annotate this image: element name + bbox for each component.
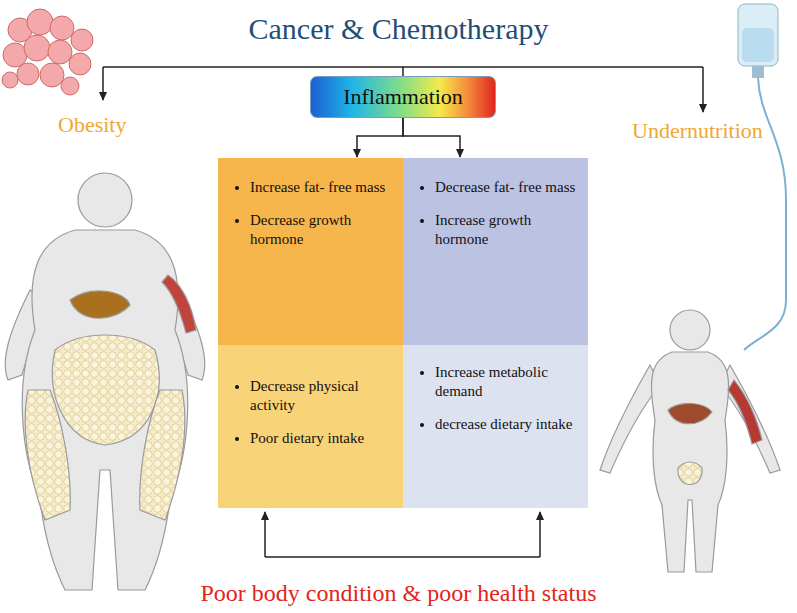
connector: [403, 118, 460, 157]
bullet-list: Decrease fat- free massIncrease growth h…: [411, 178, 578, 249]
diagram-title: Cancer & Chemotherapy: [0, 12, 797, 46]
tumor-cells: [2, 9, 93, 95]
inflammation-box: Inflammation: [310, 76, 496, 118]
bullet-item: decrease dietary intake: [435, 415, 578, 434]
obese-figure: [5, 173, 205, 590]
bullet-item: Decrease fat- free mass: [435, 178, 578, 197]
undernutrition-box: Increase metabolic demand decrease dietar…: [403, 345, 588, 508]
thin-figure: [600, 310, 780, 572]
bullet-item: Poor dietary intake: [250, 429, 393, 448]
top-lines: [103, 67, 703, 112]
obesity-box: Increase fat- free massDecrease growth h…: [218, 158, 403, 345]
iv-bag: [738, 4, 786, 350]
bottom-bracket: [265, 512, 540, 557]
bullet-item: Decrease physical activity: [250, 377, 393, 415]
outcome-label: Poor body condition & poor health status: [0, 580, 797, 607]
bullet-item: Increase growth hormone: [435, 211, 578, 249]
bullet-list: Decrease physical activityPoor dietary i…: [226, 377, 393, 448]
undernutrition-box: Decrease fat- free massIncrease growth h…: [403, 158, 588, 345]
connector: [357, 118, 403, 157]
bullet-list: Increase metabolic demand decrease dietar…: [411, 363, 578, 434]
group-label: Undernutrition: [632, 118, 763, 144]
bullet-list: Increase fat- free massDecrease growth h…: [226, 178, 393, 249]
bullet-item: Decrease growth hormone: [250, 211, 393, 249]
box-label: Inflammation: [343, 84, 463, 110]
bullet-item: Increase fat- free mass: [250, 178, 393, 197]
group-label: Obesity: [58, 112, 126, 138]
obesity-box: Decrease physical activityPoor dietary i…: [218, 345, 403, 508]
bullet-item: Increase metabolic demand: [435, 363, 578, 401]
